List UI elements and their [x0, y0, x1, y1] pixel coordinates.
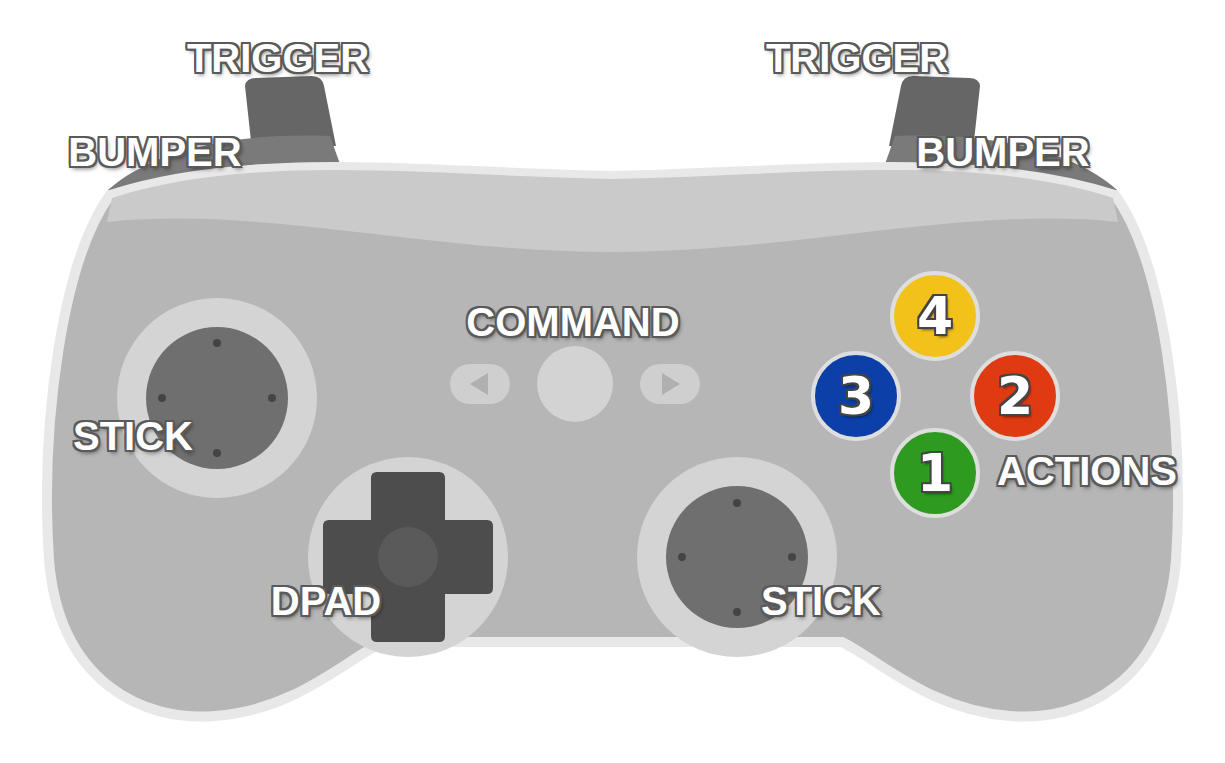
button-number: 4	[917, 290, 953, 342]
button-number: 3	[838, 370, 874, 422]
home-button	[537, 346, 613, 422]
part-label: STICK	[73, 416, 193, 456]
start-button	[640, 364, 700, 404]
part-label: ACTIONS	[997, 451, 1177, 491]
back-button	[450, 364, 510, 404]
part-label: STICK	[761, 581, 881, 621]
button-number: 2	[997, 370, 1033, 422]
dpad-center	[378, 527, 438, 587]
start-arrow	[662, 373, 680, 395]
dpad-ring	[308, 457, 508, 657]
controller-body	[47, 167, 1178, 716]
action-button: 4	[890, 271, 980, 361]
part-label: TRIGGER	[187, 38, 369, 78]
back-arrow	[470, 373, 488, 395]
part-label: BUMPER	[916, 132, 1089, 172]
top-band	[107, 170, 1118, 252]
part-label: TRIGGER	[766, 38, 948, 78]
stick-ring	[117, 298, 317, 498]
part-label: DPAD	[271, 581, 381, 621]
part-label: COMMAND	[466, 302, 679, 342]
action-button: 2	[970, 351, 1060, 441]
button-number: 1	[917, 447, 953, 499]
action-button: 1	[890, 428, 980, 518]
action-button: 3	[811, 351, 901, 441]
part-label: BUMPER	[68, 132, 241, 172]
stick-ring	[637, 457, 837, 657]
